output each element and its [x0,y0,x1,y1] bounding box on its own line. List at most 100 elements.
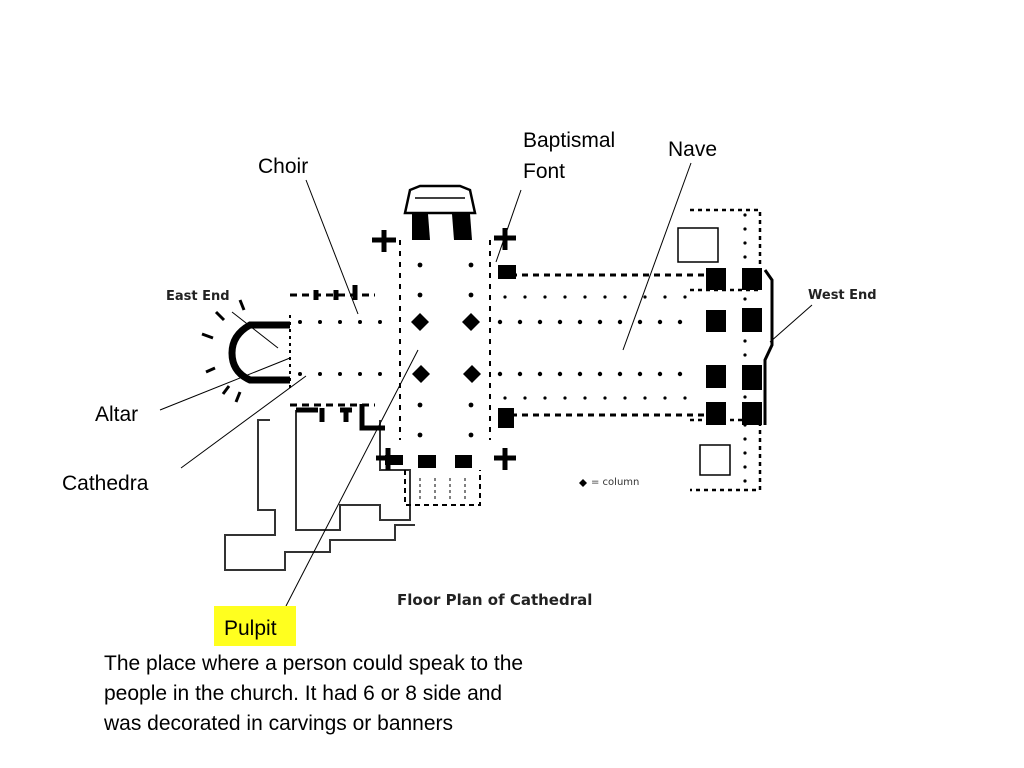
column-dot [637,319,643,325]
column-dot [557,319,563,325]
column-dot [298,320,302,324]
south-chapel [404,470,481,506]
column-dot [378,320,382,324]
column-dot [743,479,747,483]
column-dot [417,432,423,438]
column-dot [743,367,747,371]
pulpit-description: The place where a person could speak to … [104,652,524,735]
column-dot [468,432,474,438]
column-dot [743,353,747,357]
label-pulpit: Pulpit [224,617,277,640]
column-dot [583,295,587,299]
column-dot [623,295,627,299]
label-cathedra: Cathedra [62,472,149,495]
column-dot [743,255,747,259]
column-dot [523,396,527,400]
east-apse [228,321,290,384]
leader-choir [305,179,359,315]
column-dot [468,262,474,268]
column-dot [577,371,583,377]
column-dot [743,325,747,329]
column-dot [583,396,587,400]
column-dot [318,372,322,376]
column-dot [338,372,342,376]
column-dot [657,371,663,377]
pulpit-highlight [214,606,296,646]
column-dot [468,402,474,408]
column-dot [623,396,627,400]
column-dot [358,320,362,324]
leader-altar [159,357,291,411]
leader-pulpit [285,349,419,607]
column-dot [417,402,423,408]
column-dot [683,396,687,400]
label-west-end: West End [808,288,877,303]
label-nave: Nave [668,138,718,161]
column-dot [743,339,747,343]
column-dot [318,320,322,324]
figure-caption: Floor Plan of Cathedral [397,591,593,609]
column-dot [537,319,543,325]
column-dot [683,295,687,299]
column-dot [743,409,747,413]
leader-east [231,311,279,349]
column-dot [537,371,543,377]
column-dot [743,269,747,273]
column-dot [663,295,667,299]
column-dot [417,262,423,268]
column-dot [743,423,747,427]
column-dot [563,295,567,299]
column-dot [597,319,603,325]
column-dot [617,319,623,325]
west-front [763,269,774,425]
column-dot [517,319,523,325]
column-dot [743,311,747,315]
annex-outline [295,410,411,531]
legend-text: = column [591,477,640,488]
column-dot [543,295,547,299]
column-dot [468,292,474,298]
column-dot [523,295,527,299]
column-dot [743,465,747,469]
column-dot [643,295,647,299]
column-dot [637,371,643,377]
label-baptismal-line1: Baptismal [523,129,616,152]
column-dot [743,297,747,301]
column-dot [743,451,747,455]
column-dot [743,283,747,287]
column-dot [663,396,667,400]
column-dot [557,371,563,377]
column-dot [417,292,423,298]
column-dot [603,396,607,400]
leader-cathedra [180,375,307,469]
column-dot [743,241,747,245]
column-dot [358,372,362,376]
column-dot [743,227,747,231]
column-dot [643,396,647,400]
column-dot [657,319,663,325]
column-dot [603,295,607,299]
column-dot [503,295,507,299]
column-dot [497,371,503,377]
north-porch [403,184,477,215]
column-dot [743,213,747,217]
leader-nave [622,162,692,351]
annex-outline-2 [224,419,415,571]
column-dot [743,395,747,399]
column-dot [677,371,683,377]
legend-column-symbol [579,479,587,487]
label-east-end: East End [166,289,230,304]
column-dot [743,437,747,441]
column-dot [743,381,747,385]
column-dot [577,319,583,325]
column-dot [497,319,503,325]
column-dots [298,213,747,483]
column-dot [378,372,382,376]
column-dot [563,396,567,400]
leader-baptismal [495,189,522,263]
column-dot [503,396,507,400]
column-dot [617,371,623,377]
leader-west [769,304,813,343]
column-dot [338,320,342,324]
